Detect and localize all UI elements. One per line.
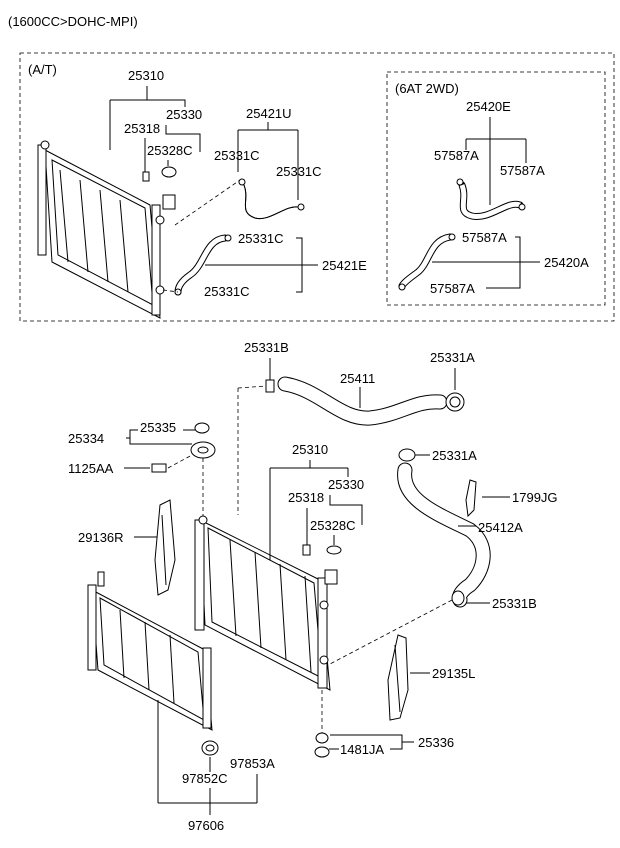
at-section-box (19, 52, 615, 322)
label-1799JG: 1799JG (512, 490, 558, 505)
6at-label-57587A-b: 57587A (500, 163, 545, 178)
bracket-29135L (387, 634, 409, 721)
6at-label-25420E: 25420E (466, 99, 511, 114)
label-25334: 25334 (68, 431, 104, 446)
label-25412A: 25412A (478, 520, 523, 535)
engine-spec-title: (1600CC>DOHC-MPI) (8, 14, 138, 29)
at-label-25310: 25310 (128, 68, 164, 83)
6at-label-57587A-a: 57587A (434, 148, 479, 163)
at-label-25331C-c: 25331C (238, 231, 284, 246)
label-29135L: 29135L (432, 666, 475, 681)
6at-label-25420A: 25420A (544, 255, 589, 270)
at-label-25421E: 25421E (322, 258, 367, 273)
at-drain-plug (142, 171, 150, 182)
label-1481JA: 1481JA (340, 742, 384, 757)
at-section-label: (A/T) (28, 62, 57, 77)
at-label-25328C: 25328C (147, 143, 193, 158)
label-25318: 25318 (288, 490, 324, 505)
condenser (87, 571, 213, 731)
gasket-25328C (326, 545, 342, 555)
label-25335: 25335 (140, 420, 176, 435)
at-label-25331C-b: 25331C (276, 164, 322, 179)
mount-insulator (315, 732, 329, 744)
mount-1481JA (314, 746, 330, 758)
label-25331A-mid: 25331A (432, 448, 477, 463)
drain-plug-25318 (302, 544, 311, 556)
clip-1799JG (465, 479, 477, 518)
6at-label-57587A-d: 57587A (430, 281, 475, 296)
6at-2wd-label: (6AT 2WD) (395, 81, 459, 96)
label-29136R: 29136R (78, 530, 124, 545)
at-filler-neck (161, 166, 177, 210)
label-1125AA: 1125AA (68, 461, 114, 476)
label-25331A-top: 25331A (430, 350, 475, 365)
label-97853A: 97853A (230, 756, 275, 771)
label-25331B-bot: 25331B (492, 596, 537, 611)
at-label-25421U: 25421U (246, 106, 292, 121)
at-radiator (37, 140, 165, 319)
cap-25335 (194, 422, 210, 434)
at-hose-25421U (243, 184, 299, 220)
6at-2wd-box (386, 71, 606, 306)
label-25331B-top: 25331B (244, 340, 289, 355)
bolt-1125AA (151, 463, 167, 473)
bracket-29136R (154, 499, 176, 596)
at-label-25330: 25330 (166, 107, 202, 122)
label-25411: 25411 (340, 371, 375, 386)
label-25336: 25336 (418, 735, 454, 750)
at-label-25318: 25318 (124, 121, 160, 136)
filler-neck (324, 569, 338, 585)
main-radiator (194, 515, 331, 691)
label-25328C: 25328C (310, 518, 356, 533)
label-25330: 25330 (328, 477, 364, 492)
label-25310: 25310 (292, 442, 328, 457)
at-label-25331C-d: 25331C (204, 284, 250, 299)
label-97606: 97606 (188, 818, 224, 833)
clamp-25331B-bot (451, 590, 465, 606)
6at-label-57587A-c: 57587A (462, 230, 507, 245)
label-97852C: 97852C (182, 771, 228, 786)
at-label-25331C-a: 25331C (214, 148, 260, 163)
clamp-25331A-mid (398, 448, 416, 462)
